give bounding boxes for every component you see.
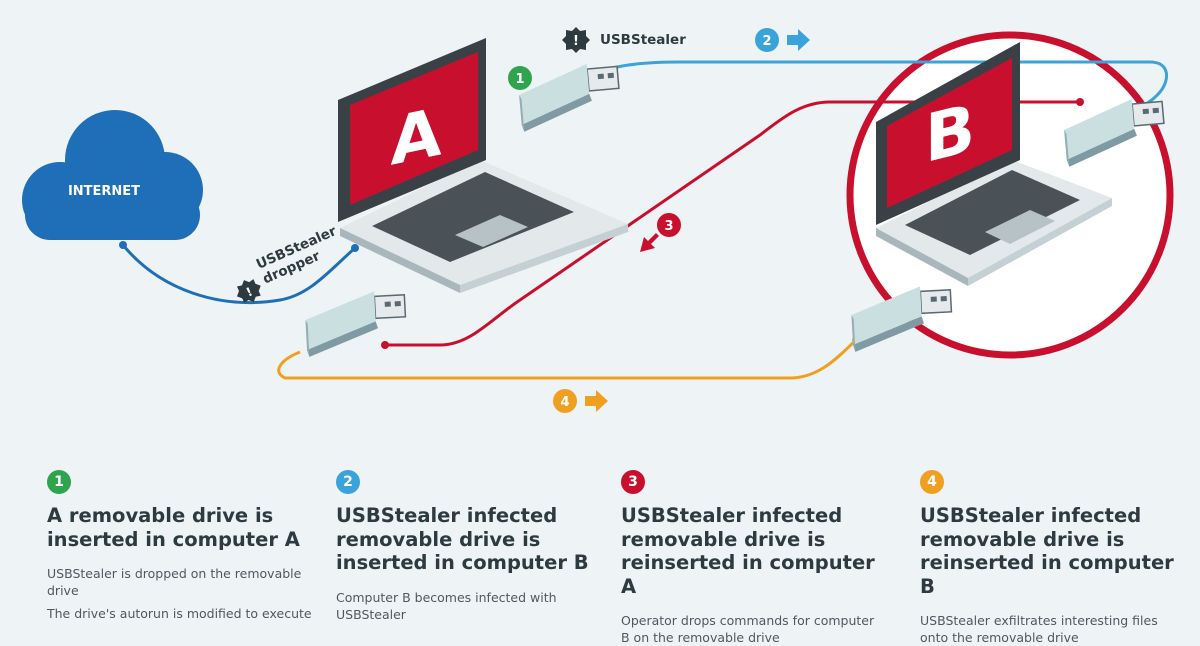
warning-badge-icon: ! xyxy=(562,27,590,53)
internet-connection-line xyxy=(121,244,356,304)
step-3-title-line: removable drive is xyxy=(621,527,826,551)
diagram-badge-3 xyxy=(657,213,681,237)
step-3-description: Operator drops commands for computer B o… xyxy=(621,612,891,646)
diagram-badge-2-text: 2 xyxy=(762,34,771,49)
step-3-title-line: USBStealer infected xyxy=(621,504,843,527)
step-4-badge: 4 xyxy=(920,470,944,494)
cloud-icon xyxy=(22,110,203,240)
arrow-down-left-icon xyxy=(640,233,659,252)
step-4-title-line: removable drive is xyxy=(920,527,1125,551)
step-3: 3 USBStealer infected removable drive is… xyxy=(621,470,891,646)
step-2-title-line: inserted in computer B xyxy=(336,551,589,574)
step-1-title-line: inserted in computer A xyxy=(47,527,300,551)
svg-text:!: ! xyxy=(244,284,255,299)
laptop-a xyxy=(338,38,628,293)
step-3-title: USBStealer infected removable drive is r… xyxy=(621,504,891,598)
step-2-description-line: USBStealer xyxy=(336,606,406,622)
step-3-title-line: reinserted in computer A xyxy=(621,551,875,598)
step-2: 2 USBStealer infected removable drive is… xyxy=(336,470,606,623)
step-2-title-line: removable drive is xyxy=(336,527,541,551)
step-1: 1 A removable drive is inserted in compu… xyxy=(47,470,317,622)
step-2-title: USBStealer infected removable drive is i… xyxy=(336,504,606,575)
step-4-description: USBStealer exfiltrates interesting files… xyxy=(920,612,1190,646)
arrow-right-icon xyxy=(787,29,810,51)
step-4-title-line: USBStealer infected xyxy=(920,504,1142,527)
svg-text:!: ! xyxy=(573,34,579,49)
step-4: 4 USBStealer infected removable drive is… xyxy=(920,470,1190,646)
step-2-path xyxy=(597,60,1169,111)
usb-drive-icon xyxy=(516,60,623,133)
step-3-description-line: Operator drops commands for computer xyxy=(621,613,875,628)
step-2-badge: 2 xyxy=(336,470,360,494)
laptop-a-label: A xyxy=(390,93,441,181)
step-4-path xyxy=(277,338,858,380)
step-1-badge: 1 xyxy=(47,470,71,494)
step-4-title-line: reinserted in computer B xyxy=(920,551,1174,598)
step-3-badge: 3 xyxy=(621,470,645,494)
step-1-description: The drive's autorun is modified to execu… xyxy=(47,605,317,622)
step-4-description-line: onto the removable drive xyxy=(920,630,1079,645)
usb-infection-diagram: INTERNET A B 1 xyxy=(22,27,1174,413)
step-1-description: USBStealer is dropped on the removable d… xyxy=(47,565,317,599)
diagram-badge-4 xyxy=(553,389,577,413)
diagram-badge-1 xyxy=(508,66,532,90)
laptop-b xyxy=(876,42,1112,286)
cloud-label: INTERNET xyxy=(68,184,140,199)
warning-badge-icon: ! xyxy=(236,279,261,303)
step-1-description-line: The drive's autorun is modified to execu… xyxy=(47,606,312,621)
step-1-title-line: A removable drive is xyxy=(47,504,274,527)
usb-drive-icon xyxy=(303,289,409,358)
step-3-description-line: B on the removable drive xyxy=(621,630,780,645)
usbstealer-label: USBStealer xyxy=(600,32,686,48)
diagram-badge-3-text: 3 xyxy=(664,219,673,234)
step-3-path xyxy=(385,100,1080,347)
diagram-badge-1-text: 1 xyxy=(515,72,524,87)
step-1-description-line: drive xyxy=(47,583,79,598)
step-1-title: A removable drive is inserted in compute… xyxy=(47,504,317,551)
step-4-title: USBStealer infected removable drive is r… xyxy=(920,504,1190,598)
diagram-badge-2 xyxy=(755,28,779,52)
step-4-description-line: USBStealer exfiltrates interesting files xyxy=(920,613,1158,628)
arrow-right-icon xyxy=(585,390,608,412)
step-2-description-line: Computer B becomes infected with xyxy=(336,589,557,605)
diagram-badge-4-text: 4 xyxy=(560,395,569,410)
step-2-title-line: USBStealer infected xyxy=(336,504,558,527)
laptop-b-label: B xyxy=(925,89,975,178)
step-1-description-line: USBStealer is dropped on the removable xyxy=(47,566,302,581)
steps-legend: 1 A removable drive is inserted in compu… xyxy=(0,470,1200,645)
step-2-description: Computer B becomes infected with USBStea… xyxy=(336,589,606,623)
